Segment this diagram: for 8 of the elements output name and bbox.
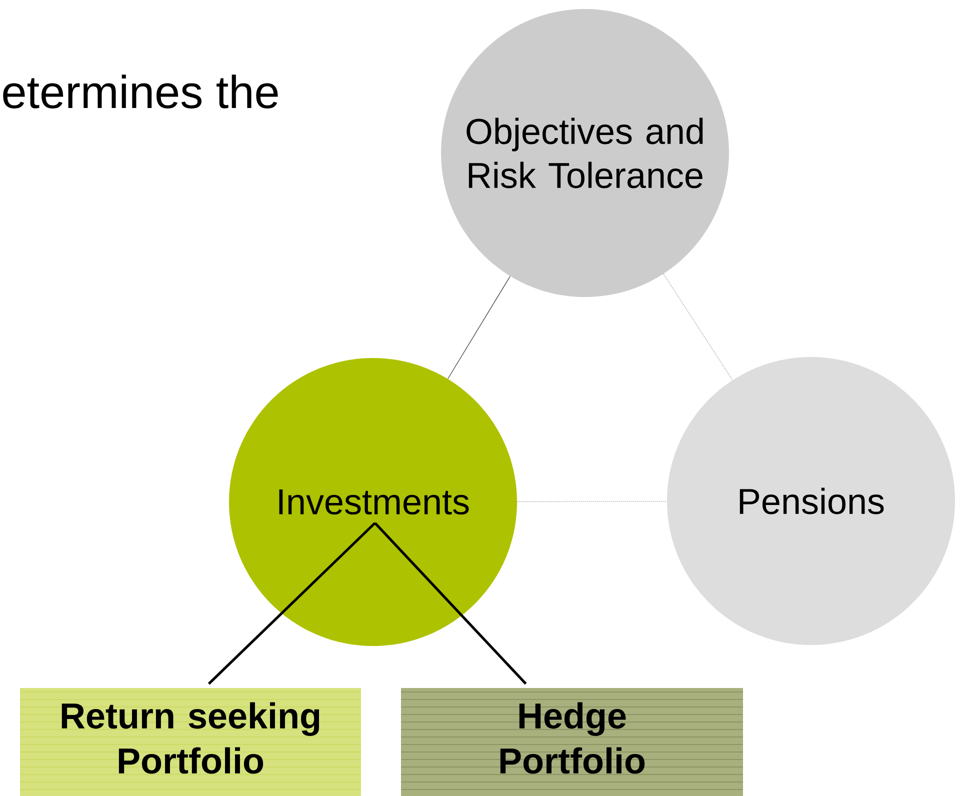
connector-line <box>448 276 510 380</box>
portfolio-box: Return seeking Portfolio <box>20 688 362 796</box>
connector-line <box>208 522 376 685</box>
connector-line <box>374 522 527 685</box>
connector-line <box>663 274 733 380</box>
heading-text: etermines the <box>3 74 278 108</box>
connector-line <box>516 501 668 502</box>
portfolio-box: Hedge Portfolio <box>400 688 744 796</box>
